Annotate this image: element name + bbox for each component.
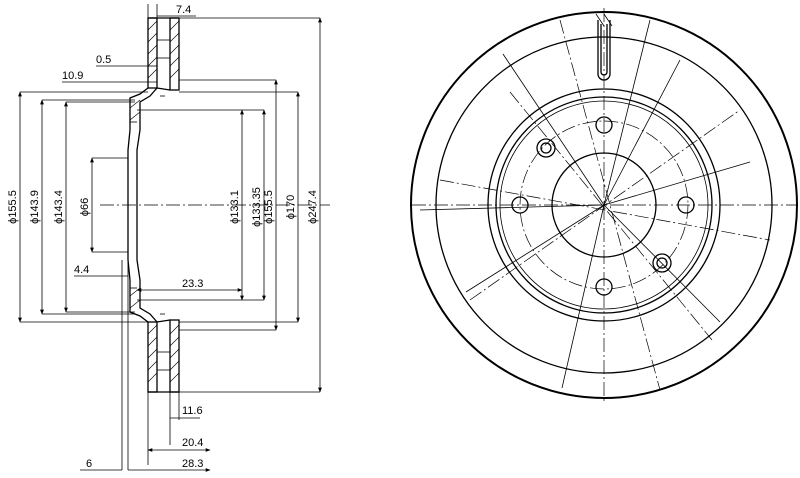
dim-4-4: 4.4 (74, 264, 89, 276)
friction-inner-edge (487, 88, 721, 322)
wear-indicator-slot (595, 13, 613, 81)
dim-d143-9: ϕ143.9 (29, 190, 41, 224)
dim-d170: ϕ170 (285, 195, 297, 220)
hat-inner-edge (499, 100, 709, 310)
side-section-view: 7.4 0.5 10.9 4.4 23.3 11.6 20.4 6 28.3 ϕ… (7, 4, 330, 472)
bolt-circle (519, 120, 689, 290)
dim-d155-5-right: ϕ155.5 (263, 190, 275, 224)
dim-10-9: 10.9 (62, 70, 83, 82)
bolt-hole-left (511, 196, 529, 214)
bolt-hole-top (595, 116, 613, 134)
dim-0-5: 0.5 (96, 54, 111, 66)
upper-friction-ring (147, 17, 180, 91)
bolt-hole-bottom (595, 278, 613, 296)
center-bore (551, 152, 657, 258)
hat-outer-edge (495, 96, 713, 314)
dim-6: 6 (86, 458, 92, 470)
lower-friction-ring (147, 319, 180, 393)
front-view (410, 8, 798, 402)
dim-d133-35: ϕ133.35 (251, 187, 263, 227)
dim-28-3: 28.3 (182, 458, 203, 470)
width-dimension-lines (62, 15, 243, 472)
dim-d247-4: ϕ247.4 (307, 190, 319, 224)
dim-d143-4: ϕ143.4 (53, 190, 65, 224)
dim-23-3: 23.3 (182, 278, 203, 290)
diameter-dimension-lines (18, 17, 322, 393)
dim-d133-1: ϕ133.1 (229, 190, 241, 224)
bolt-hole-right (677, 196, 695, 214)
outer-disc-edge (410, 11, 798, 399)
dim-20-4: 20.4 (182, 437, 203, 449)
dim-11-6: 11.6 (182, 405, 203, 417)
threaded-hole-lower-right (652, 253, 672, 273)
dim-7-4: 7.4 (176, 4, 191, 16)
vent-inner-ring (435, 36, 773, 374)
dim-d155-5-left: ϕ155.5 (7, 190, 19, 224)
threaded-hole-upper-left (536, 138, 556, 158)
extension-lines (20, 4, 320, 470)
dim-d66: ϕ66 (79, 198, 91, 216)
